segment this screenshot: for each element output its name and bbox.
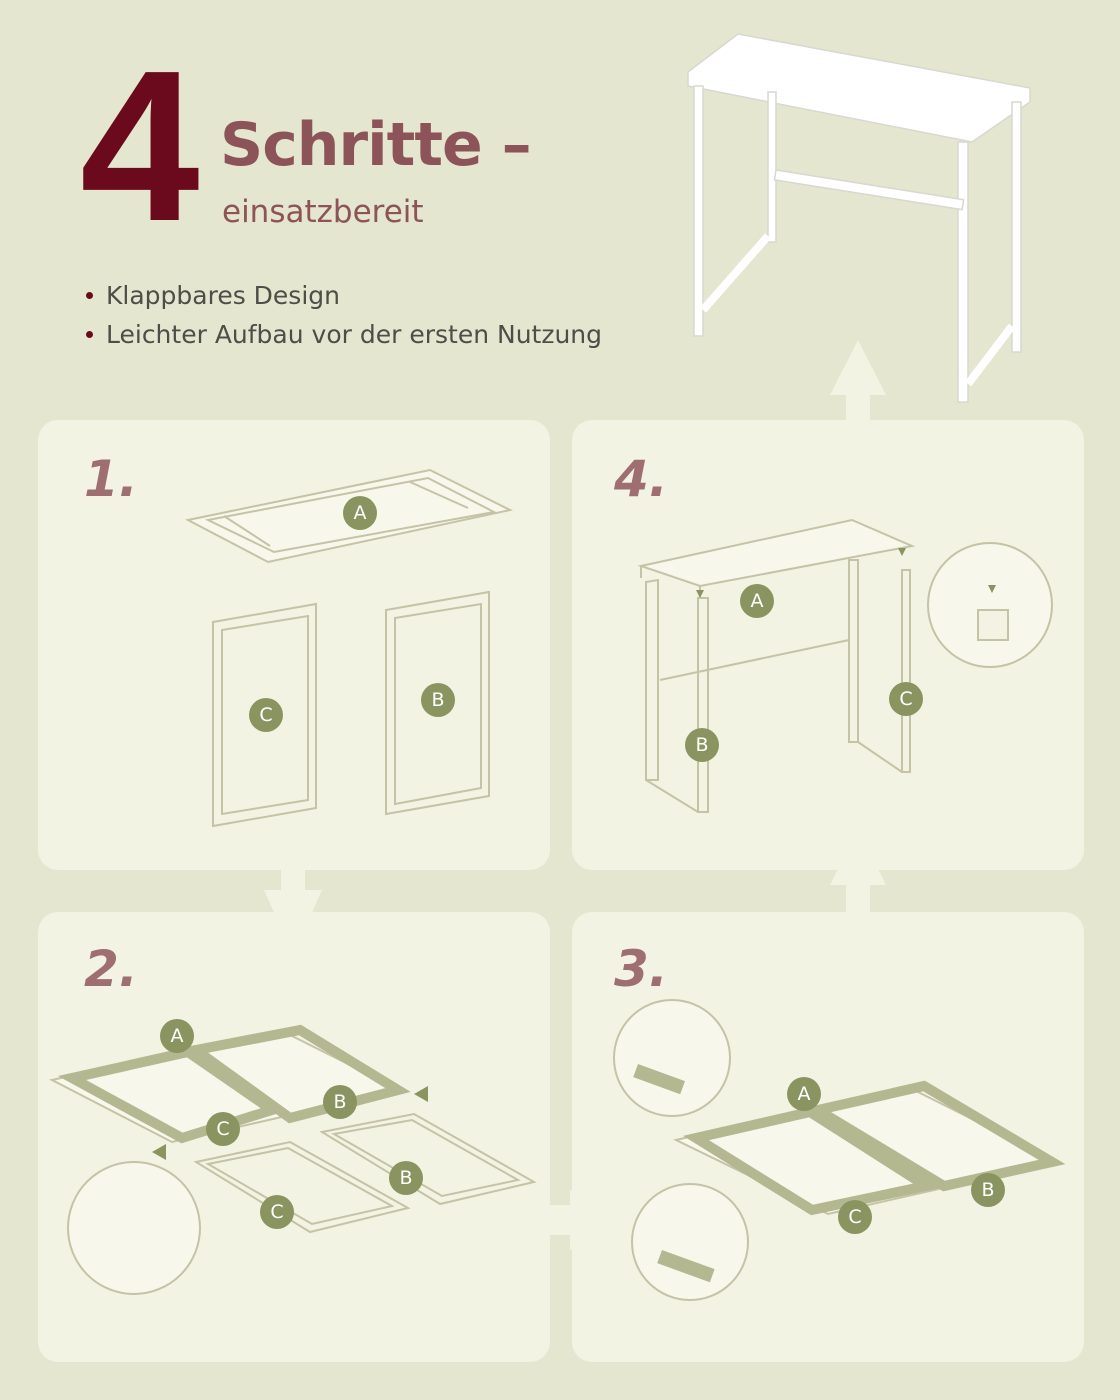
part-badge-a: A <box>160 1019 194 1053</box>
arrow-left-icon <box>152 1144 166 1160</box>
bullet-dot-icon <box>86 331 93 338</box>
part-badge-c: C <box>260 1195 294 1229</box>
page-subtitle: einsatzbereit <box>222 194 424 230</box>
feature-item: Leichter Aufbau vor der ersten Nutzung <box>86 315 602 354</box>
arrow-left-icon <box>414 1086 428 1102</box>
step-2-illustration <box>49 1024 537 1295</box>
feature-item: Klappbares Design <box>86 276 602 315</box>
arrow-up-icon <box>830 828 886 914</box>
part-badge-b: B <box>971 1173 1005 1207</box>
bullet-dot-icon <box>86 292 93 299</box>
arrow-up-icon <box>830 340 886 422</box>
part-badge-c: C <box>838 1200 872 1234</box>
flow-arrows <box>264 340 886 1250</box>
arrow-down-icon <box>988 585 996 593</box>
part-badge-b: B <box>323 1085 357 1119</box>
part-badge-a: A <box>740 584 774 618</box>
arrow-down-icon <box>696 590 704 598</box>
part-badge-b: B <box>389 1161 423 1195</box>
page-title: Schritte – <box>220 110 532 180</box>
part-badge-c: C <box>889 682 923 716</box>
part-badge-a: A <box>343 496 377 530</box>
step-4-connector-arrows <box>696 548 996 598</box>
step-2-label: 2. <box>84 940 138 998</box>
step-4-illustration <box>637 518 1053 813</box>
feature-list: Klappbares Design Leichter Aufbau vor de… <box>86 276 602 354</box>
part-badge-c: C <box>206 1112 240 1146</box>
step-count-number: 4 <box>80 25 200 266</box>
arrow-down-icon <box>264 868 322 955</box>
step-4-label: 4. <box>614 450 668 508</box>
part-badge-b: B <box>685 728 719 762</box>
part-badge-c: C <box>249 698 283 732</box>
arrow-right-icon <box>548 1190 625 1250</box>
part-badge-b: B <box>421 683 455 717</box>
finished-desk <box>687 33 1031 403</box>
part-badge-a: A <box>787 1077 821 1111</box>
step-3-label: 3. <box>614 940 668 998</box>
step-1-label: 1. <box>84 450 138 508</box>
arrow-down-icon <box>898 548 906 556</box>
step-3-illustration <box>613 999 1066 1301</box>
